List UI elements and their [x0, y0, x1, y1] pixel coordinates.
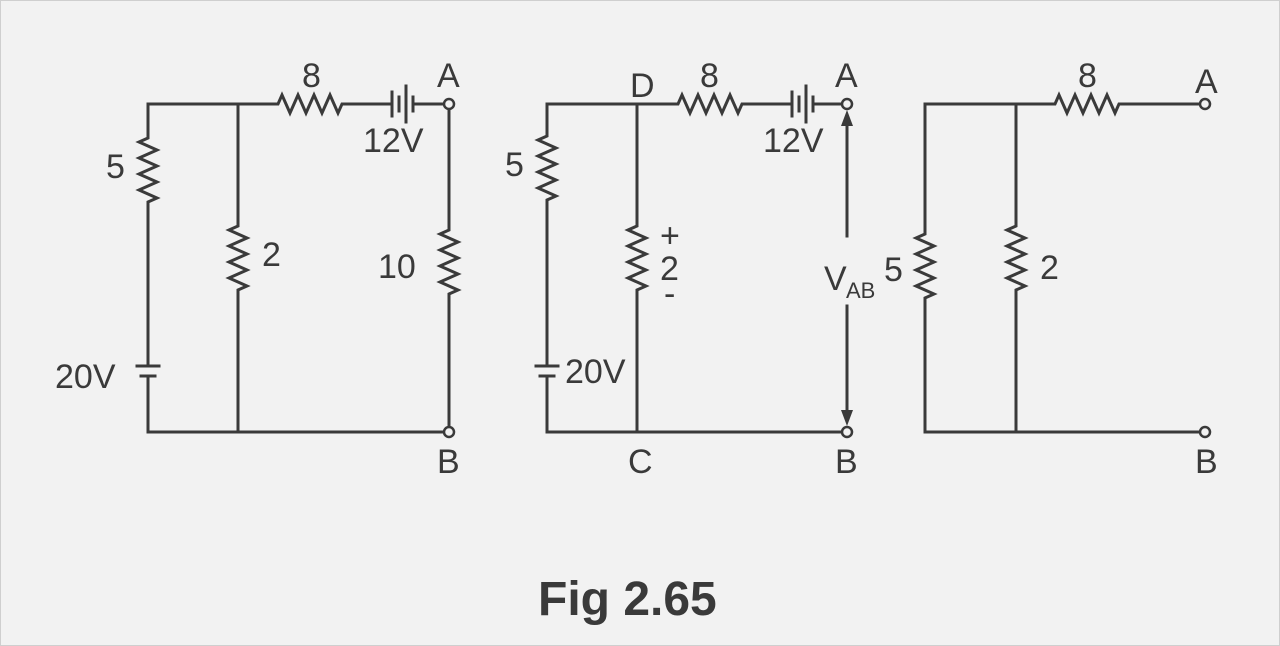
c2-label-d: D	[630, 67, 655, 105]
c2-label-8: 8	[700, 57, 719, 95]
c1-label-b: B	[437, 443, 460, 481]
c1-left-branch	[135, 102, 161, 368]
circuit-1: 8 12V A 5 2 10 20V B	[55, 57, 462, 481]
c2-terminal-b	[840, 425, 854, 439]
c2-label-vab-subscript: AB	[846, 278, 875, 303]
c2-vab-arrow	[841, 110, 853, 426]
c3-terminal-b	[1198, 425, 1212, 439]
c1-label-10: 10	[378, 248, 416, 286]
c1-terminal-a	[442, 97, 456, 111]
c2-label-5: 5	[505, 146, 524, 184]
c1-label-20v: 20V	[55, 358, 116, 396]
c1-label-5: 5	[106, 148, 125, 186]
c3-label-5: 5	[884, 251, 903, 289]
c2-label-minus: -	[664, 275, 675, 313]
c3-left-branch	[912, 102, 938, 434]
c1-middle-branch	[225, 102, 251, 434]
c3-terminal-a	[1198, 97, 1212, 111]
c1-label-a: A	[437, 57, 460, 95]
c1-battery-12v	[390, 84, 444, 124]
c2-label-20v: 20V	[565, 353, 626, 391]
c2-label-a: A	[835, 57, 858, 95]
c2-label-b: B	[835, 443, 858, 481]
c1-top-wire	[146, 91, 392, 117]
circuit-2: D 8 12V A 5 + 2 - 20V C B V AB	[505, 57, 875, 481]
c3-label-a: A	[1195, 63, 1218, 101]
c3-middle-branch	[1003, 102, 1029, 434]
c3-top-wire	[923, 91, 1202, 117]
c1-label-8: 8	[302, 57, 321, 95]
c2-label-plus: +	[660, 217, 680, 255]
c3-label-8: 8	[1078, 57, 1097, 95]
c2-battery-12v	[790, 84, 844, 124]
c2-label-c: C	[628, 443, 653, 481]
c2-top-wire	[545, 91, 792, 117]
c2-label-12v: 12V	[763, 122, 824, 160]
c3-label-b: B	[1195, 443, 1218, 481]
c3-label-2: 2	[1040, 249, 1059, 287]
c2-terminal-a	[840, 97, 854, 111]
c2-label-vab: V	[824, 260, 847, 298]
c1-right-branch	[436, 102, 462, 434]
c1-label-12v: 12V	[363, 122, 424, 160]
c2-left-branch	[534, 102, 560, 368]
figure-caption: Fig 2.65	[538, 573, 717, 626]
c1-terminal-b	[442, 425, 456, 439]
circuit-3: 8 A 5 2 B	[884, 57, 1218, 481]
c1-label-2: 2	[262, 236, 281, 274]
c2-label-2: 2	[660, 250, 679, 288]
c2-middle-branch	[624, 102, 650, 434]
